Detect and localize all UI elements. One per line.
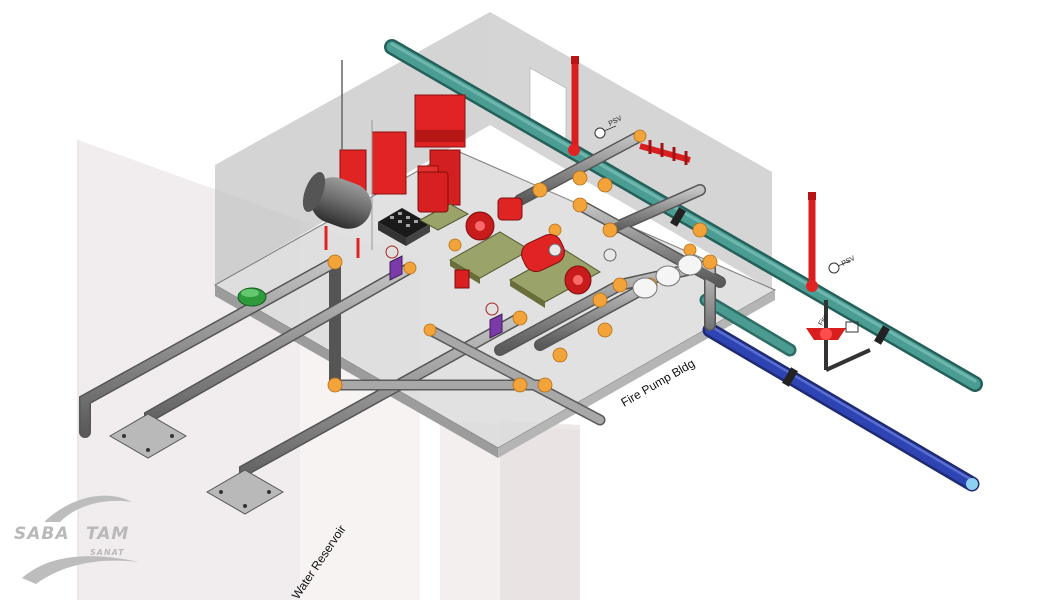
main-header-pipe (384, 39, 983, 392)
logo-word-1: SABA (14, 524, 70, 544)
pressure-switch-label-2: PSV (841, 255, 857, 268)
logo-wave-icon (22, 495, 139, 584)
valve-icon (385, 245, 503, 339)
gauge-icon (594, 125, 851, 274)
riser-valves (568, 56, 871, 372)
logo-word-2: TAM (86, 524, 130, 544)
jockey-pump-skid (378, 208, 430, 246)
company-logo: SABA TAM SANAT (14, 492, 154, 588)
discharge-pipes (494, 130, 726, 356)
test-line-pipe (699, 293, 980, 492)
suction-diffuser (237, 287, 267, 307)
pipe-fittings (327, 129, 718, 393)
flow-meter (548, 243, 703, 299)
logo-word-3: SANAT (90, 548, 125, 557)
pipe-supports (109, 413, 284, 515)
tank-icon (302, 172, 372, 258)
